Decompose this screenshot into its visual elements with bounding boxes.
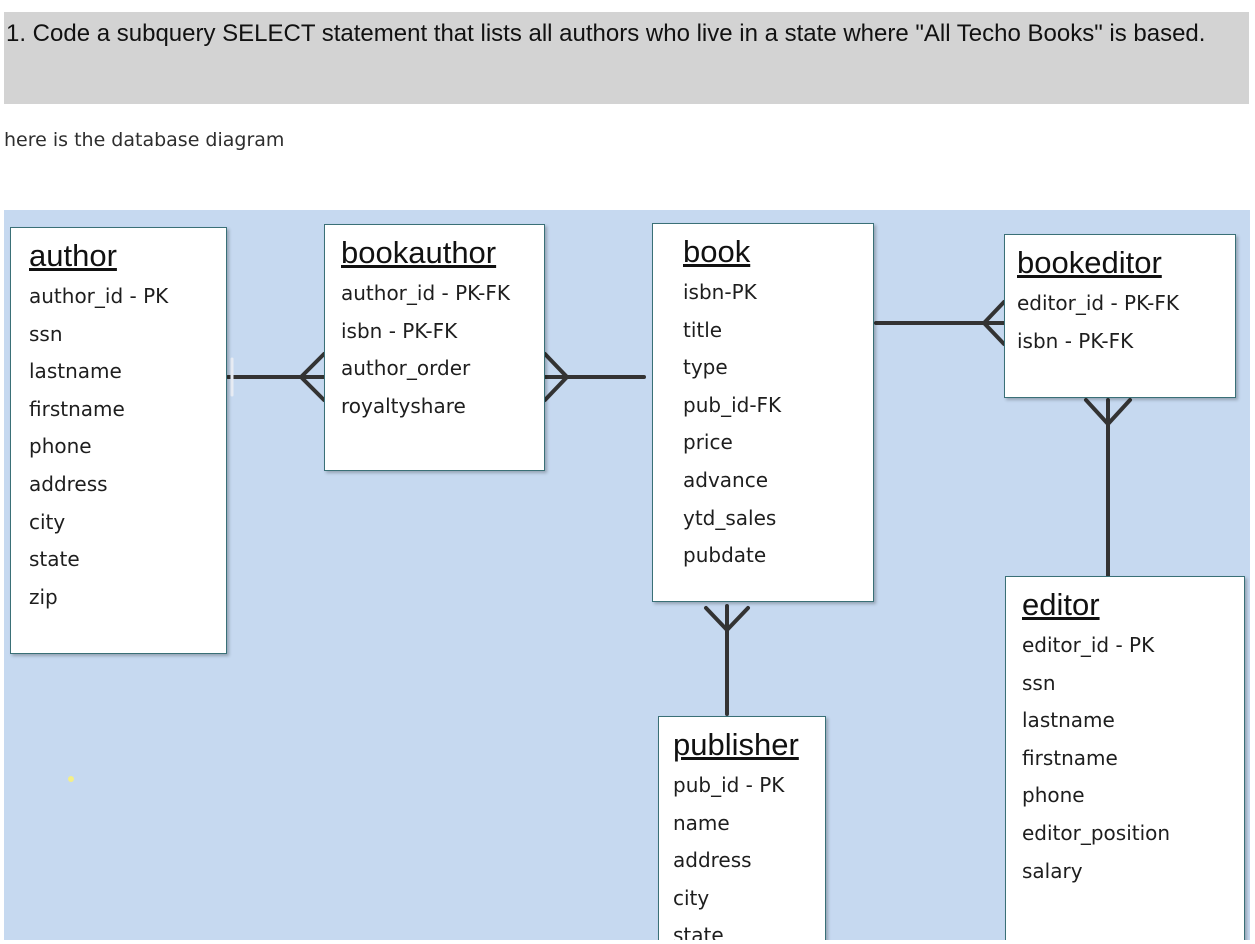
field: name xyxy=(673,810,730,835)
entity-book: book isbn-PK title type pub_id-FK price … xyxy=(652,223,874,602)
field: isbn-PK xyxy=(683,280,757,304)
entity-title-editor: editor xyxy=(1022,587,1100,622)
field: lastname xyxy=(1022,708,1115,733)
field: ssn xyxy=(29,321,63,346)
field: phone xyxy=(29,434,92,459)
field: phone xyxy=(1022,783,1085,808)
stray-highlight-dot xyxy=(68,776,74,782)
question-banner xyxy=(4,12,1249,104)
relationship-lines xyxy=(226,300,1132,716)
field: address xyxy=(673,848,752,873)
intro-text: here is the database diagram xyxy=(4,129,285,151)
book-bookeditor-crowfoot xyxy=(982,300,1006,346)
field: state xyxy=(673,923,724,940)
entity-publisher: publisher pub_id - PK name address city … xyxy=(658,716,826,940)
field: editor_id - PK xyxy=(1022,633,1155,657)
entity-title-author: author xyxy=(29,238,117,273)
field: state xyxy=(29,547,80,572)
entity-title-bookeditor: bookeditor xyxy=(1017,245,1162,280)
field: editor_position xyxy=(1022,820,1171,845)
field: price xyxy=(683,430,733,455)
field: author_id - PK xyxy=(29,284,169,308)
entity-bookeditor: bookeditor editor_id - PK-FK isbn - PK-F… xyxy=(1004,234,1236,398)
field: royaltyshare xyxy=(341,393,466,418)
question-text: 1. Code a subquery SELECT statement that… xyxy=(6,20,1206,47)
field: editor_id - PK-FK xyxy=(1017,291,1179,315)
bookauthor-book-crowfoot xyxy=(543,352,569,402)
field: isbn - PK-FK xyxy=(1017,328,1134,353)
field: pubdate xyxy=(683,543,767,568)
entity-editor: editor editor_id - PK ssn lastname first… xyxy=(1005,576,1245,940)
field: pub_id - PK xyxy=(673,773,785,797)
field: author_order xyxy=(341,356,471,381)
field: author_id - PK-FK xyxy=(341,281,511,305)
book-publisher-crowfoot xyxy=(704,606,750,632)
entity-title-book: book xyxy=(683,234,751,269)
field: city xyxy=(673,885,710,910)
field: lastname xyxy=(29,359,122,384)
field: city xyxy=(29,509,66,534)
entity-title-bookauthor: bookauthor xyxy=(341,235,497,270)
entity-bookauthor: bookauthor author_id - PK-FK isbn - PK-F… xyxy=(324,224,545,471)
field: type xyxy=(683,355,728,380)
field: ytd_sales xyxy=(683,505,777,530)
field: title xyxy=(683,317,723,342)
field: advance xyxy=(683,467,769,492)
field: address xyxy=(29,471,108,496)
entity-title-publisher: publisher xyxy=(673,727,799,762)
author-bookauthor-crowfoot xyxy=(299,352,326,402)
field: pub_id-FK xyxy=(683,392,782,417)
entity-author: author author_id - PK ssn lastname first… xyxy=(10,227,227,654)
field: isbn - PK-FK xyxy=(341,318,458,343)
field: zip xyxy=(29,584,58,609)
field: firstname xyxy=(1022,745,1118,770)
field: ssn xyxy=(1022,670,1056,695)
er-diagram: author author_id - PK ssn lastname first… xyxy=(4,210,1250,940)
field: salary xyxy=(1022,858,1083,883)
bookeditor-editor-crowfoot xyxy=(1084,398,1132,426)
field: firstname xyxy=(29,396,125,421)
